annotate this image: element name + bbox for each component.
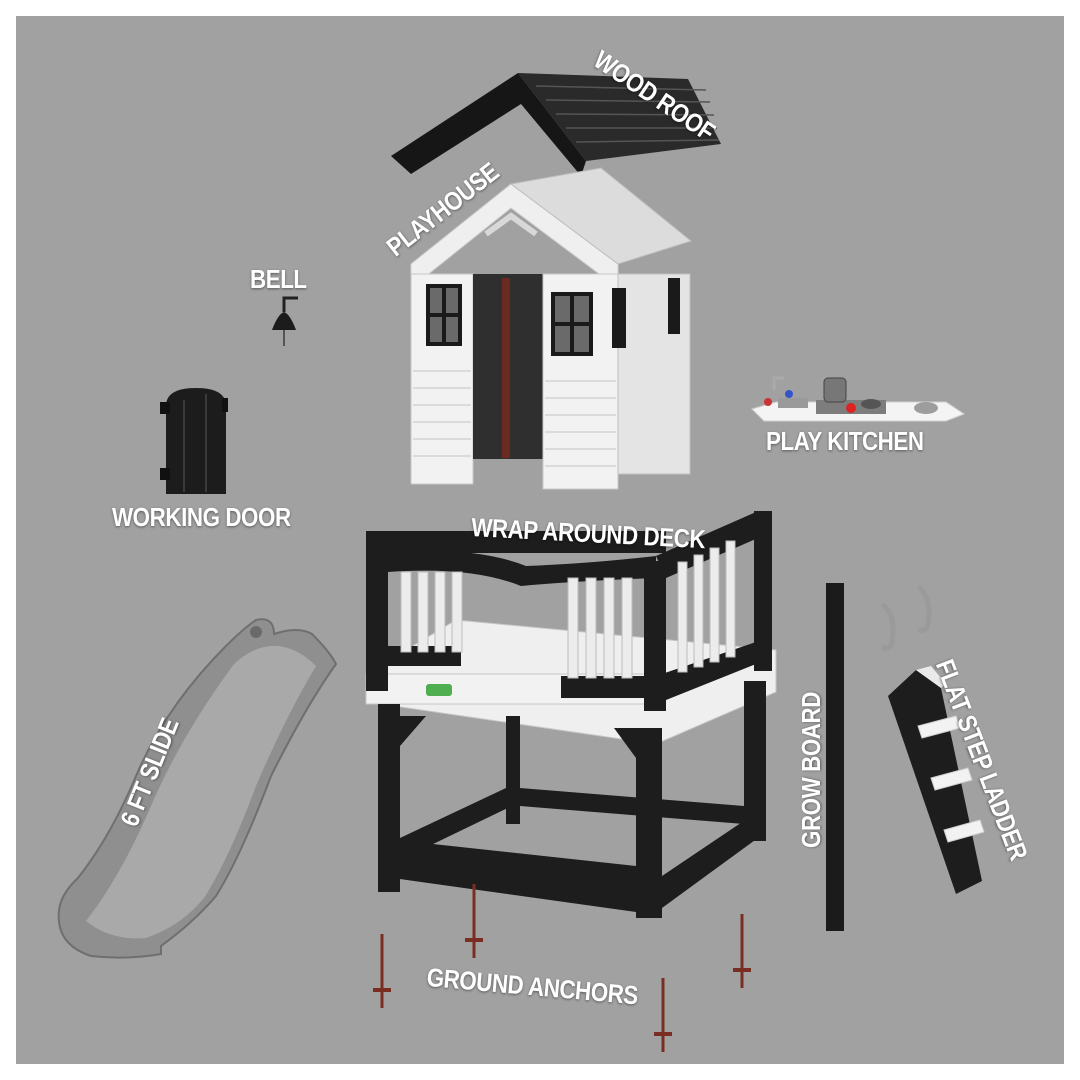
working-door — [160, 388, 228, 494]
play-kitchen — [751, 376, 966, 422]
flat-step-ladder — [888, 666, 985, 894]
six-ft-slide — [57, 618, 338, 959]
ground-anchors — [373, 884, 751, 1052]
deck-base-frame — [378, 681, 766, 918]
wood-roof — [391, 73, 721, 176]
bell — [272, 296, 298, 346]
working-door-label: WORKING DOOR — [112, 502, 291, 532]
playset-illustration — [57, 73, 985, 1052]
exploded-diagram: WOOD ROOF PLAYHOUSE BELL PLAY KITCHEN WO… — [16, 16, 1064, 1064]
play-kitchen-label: PLAY KITCHEN — [766, 426, 924, 456]
playhouse — [410, 167, 693, 490]
bell-label: BELL — [250, 264, 307, 294]
ladder-handles — [881, 585, 932, 651]
wrap-around-deck — [365, 511, 777, 745]
grow-board-label: GROW BOARD — [796, 692, 826, 848]
grow-board — [826, 583, 844, 931]
